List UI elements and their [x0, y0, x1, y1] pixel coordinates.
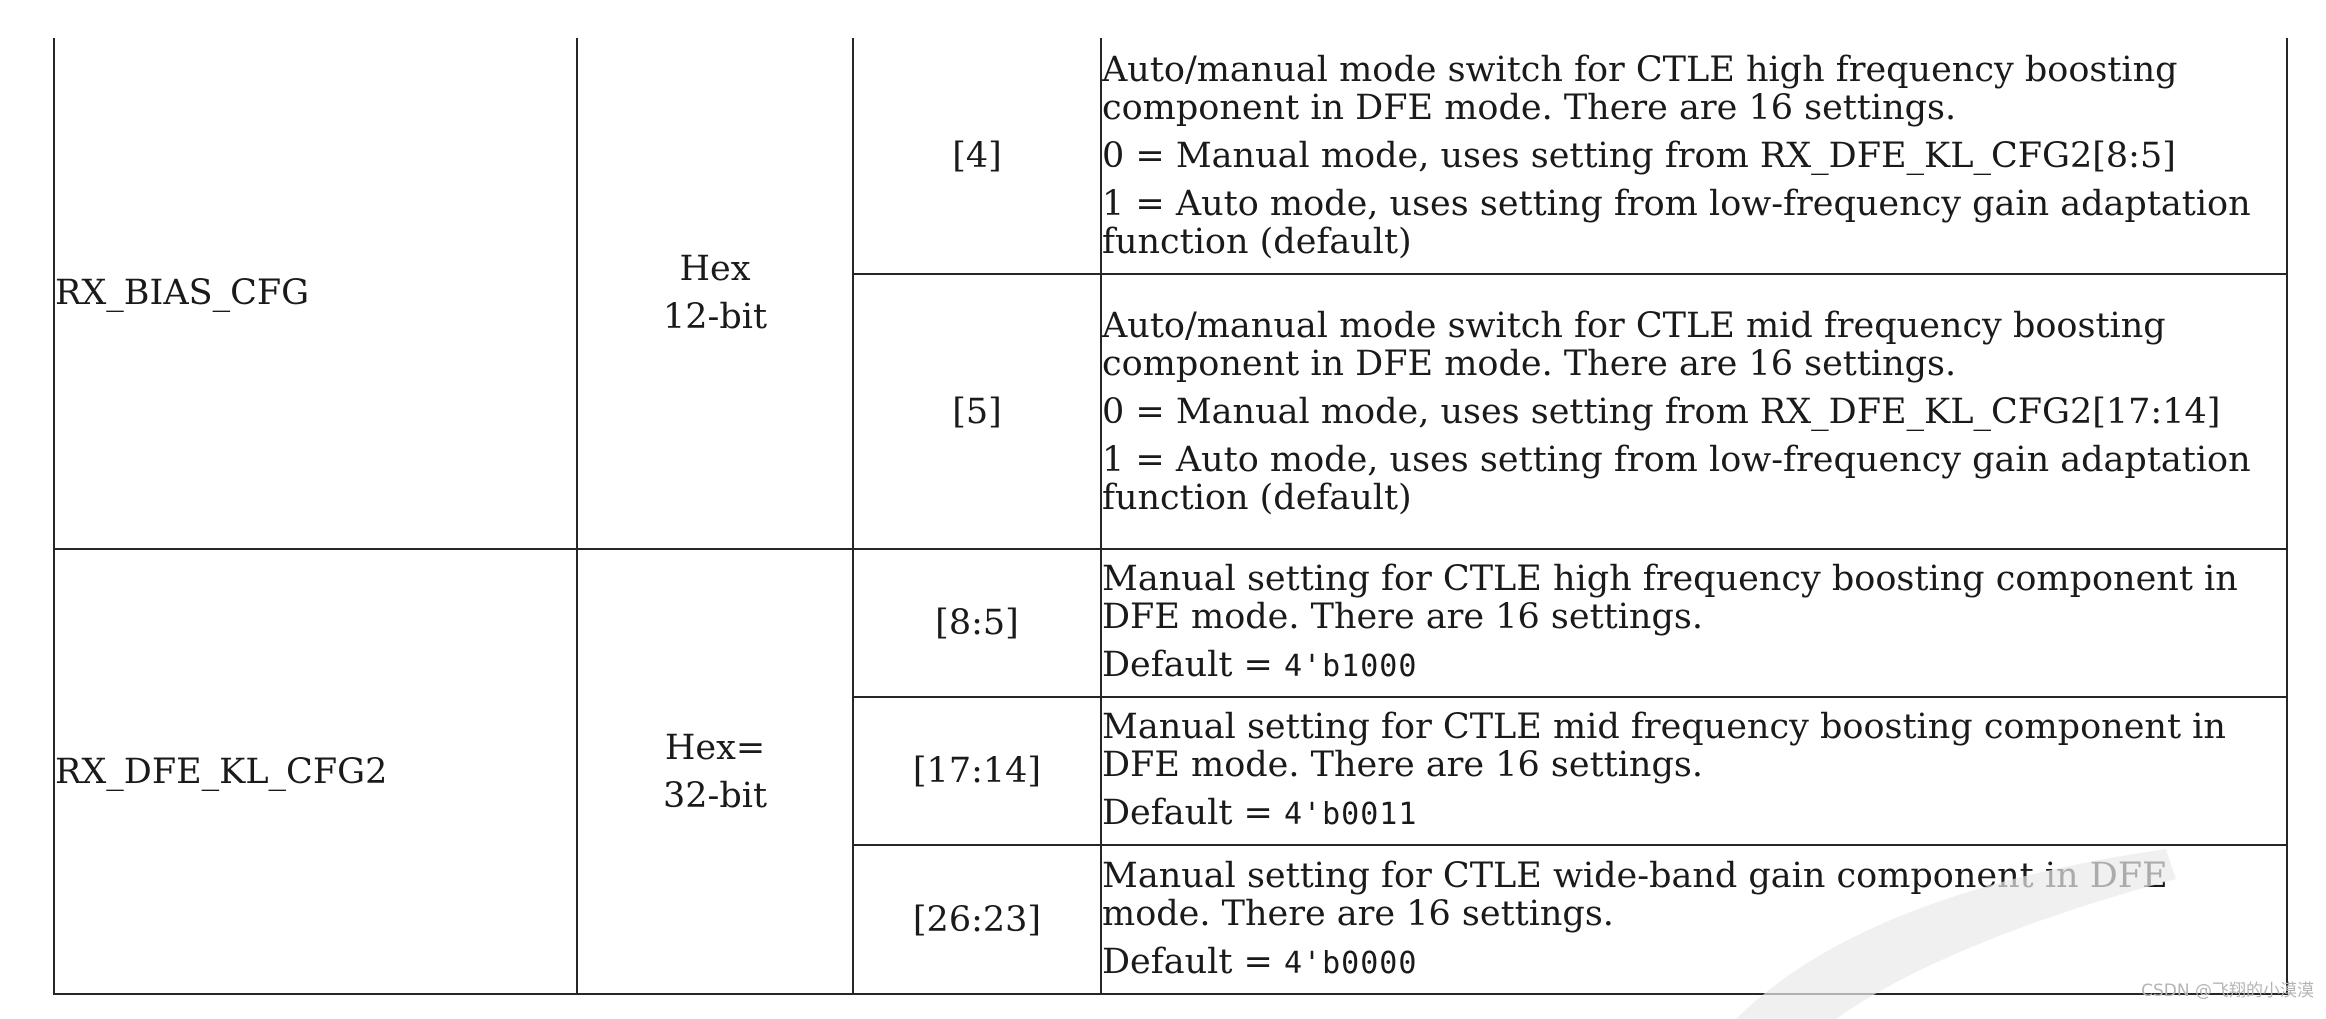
bit-range: [8:5]: [935, 603, 1019, 643]
default-label: Default =: [1102, 941, 1284, 982]
watermark-text: CSDN @飞翔的小漠漠: [2141, 981, 2314, 1001]
default-value: 4'b1000: [1283, 649, 1418, 684]
bit-range: [5]: [952, 391, 1002, 432]
attribute-name-cell: RX_BIAS_CFG: [53, 38, 578, 550]
attribute-name: RX_BIAS_CFG: [55, 273, 310, 313]
description-cell: Manual setting for CTLE wide-band gain c…: [1100, 844, 2288, 995]
description-text: Auto/manual mode switch for CTLE mid fre…: [1102, 305, 2166, 384]
description-text: 1 = Auto mode, uses setting from low-fre…: [1102, 439, 2251, 518]
attribute-table: RX_BIAS_CFG Hex 12-bit [4] Auto/manual m…: [53, 38, 2288, 995]
bit-range: [17:14]: [912, 751, 1042, 791]
table-row: RX_DFE_KL_CFG2 Hex= 32-bit [8:5] Manual …: [53, 548, 2288, 995]
attribute-name-cell: RX_DFE_KL_CFG2: [53, 548, 578, 995]
attribute-name: RX_DFE_KL_CFG2: [55, 751, 388, 792]
default-label: Default =: [1102, 793, 1284, 833]
bit-range-cell: [17:14]: [852, 696, 1102, 846]
description-cell: Auto/manual mode switch for CTLE high fr…: [1100, 38, 2288, 275]
type-line: 32-bit: [662, 775, 768, 816]
default-line: Default = 4'b0011: [1102, 794, 2286, 834]
description-text: Manual setting for CTLE wide-band gain c…: [1102, 855, 2168, 934]
bit-range-cell: [26:23]: [852, 844, 1102, 995]
type-line: 12-bit: [662, 297, 768, 337]
description-text: 0 = Manual mode, uses setting from RX_DF…: [1102, 391, 2221, 432]
bit-range: [4]: [952, 135, 1002, 176]
attribute-type-cell: Hex= 32-bit: [576, 548, 854, 995]
bit-range-cell: [8:5]: [852, 548, 1102, 698]
attribute-type-cell: Hex 12-bit: [576, 38, 854, 550]
description-text: 0 = Manual mode, uses setting from RX_DF…: [1102, 135, 2176, 176]
table-row: RX_BIAS_CFG Hex 12-bit [4] Auto/manual m…: [53, 38, 2288, 550]
default-line: Default = 4'b1000: [1102, 646, 2286, 686]
description-text: Manual setting for CTLE high frequency b…: [1102, 559, 2238, 637]
description-cell: Manual setting for CTLE mid frequency bo…: [1100, 696, 2288, 846]
type-line: Hex=: [664, 727, 766, 768]
default-label: Default =: [1102, 645, 1284, 685]
default-value: 4'b0011: [1283, 797, 1418, 832]
table-row: [5] Auto/manual mode switch for CTLE mid…: [54, 273, 2288, 550]
description-cell: Auto/manual mode switch for CTLE mid fre…: [1100, 273, 2288, 550]
default-value: 4'b0000: [1283, 945, 1418, 981]
description-cell: Manual setting for CTLE high frequency b…: [1100, 548, 2288, 698]
description-text: 1 = Auto mode, uses setting from low-fre…: [1102, 183, 2251, 262]
type-line: Hex: [679, 249, 751, 289]
bit-range-cell: [5]: [852, 273, 1102, 550]
default-line: Default = 4'b0000: [1102, 943, 2286, 983]
bit-range-cell: [4]: [852, 38, 1102, 275]
description-text: Manual setting for CTLE mid frequency bo…: [1102, 707, 2226, 785]
bit-range: [26:23]: [912, 899, 1042, 940]
table-row: [17:14] Manual setting for CTLE mid freq…: [54, 696, 2288, 846]
description-text: Auto/manual mode switch for CTLE high fr…: [1102, 49, 2178, 128]
